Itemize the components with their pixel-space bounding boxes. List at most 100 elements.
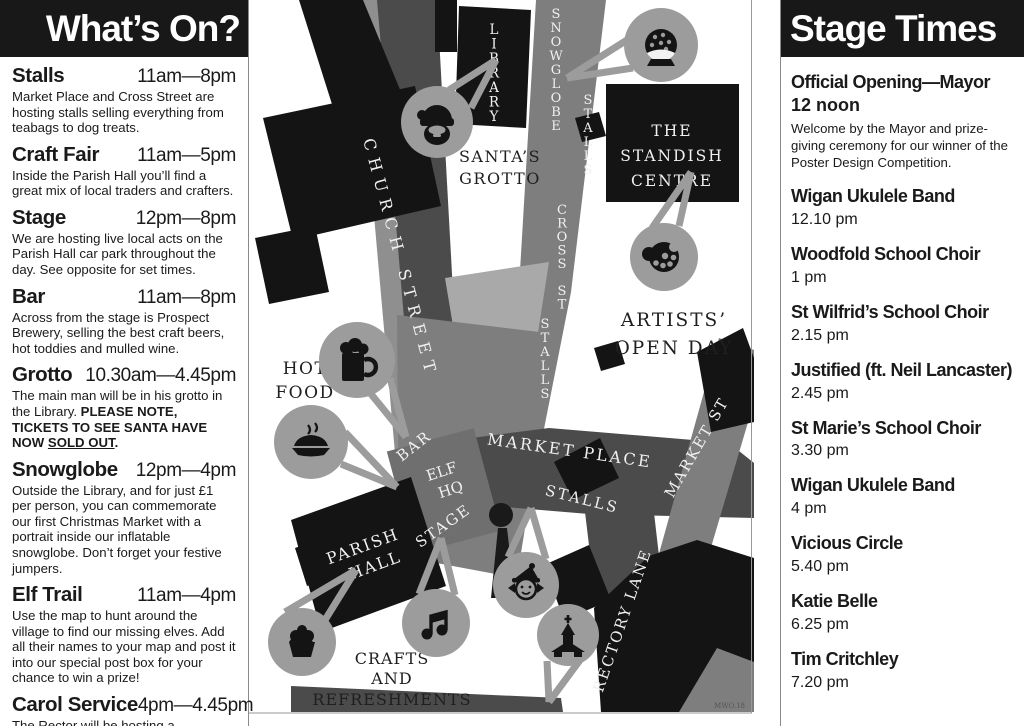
map-credit: MWO.18 — [714, 702, 745, 710]
event-name: Stalls — [12, 64, 65, 87]
act-time: 7.20 pm — [791, 673, 849, 691]
event-time: 11am—8pm — [137, 66, 236, 87]
act-name: Official Opening—Mayor — [791, 72, 991, 92]
elf-trail-pin — [493, 506, 559, 618]
svg-text:SANTA’S: SANTA’S — [459, 147, 541, 166]
event-description: Use the map to hunt around the village t… — [12, 608, 236, 686]
act-time: 2.45 pm — [791, 384, 849, 402]
act-time: 3.30 pm — [791, 442, 849, 460]
act-item: Woodfold School Choir 1 pm — [791, 244, 1019, 287]
hot-food-pin — [274, 405, 400, 491]
artists-palette-icon — [642, 242, 679, 272]
event-name: Snowglobe — [12, 457, 118, 481]
svg-text:CRAFTS: CRAFTS — [355, 649, 430, 668]
act-time: 12 noon — [791, 94, 861, 115]
crafts-pin-cupcake — [268, 566, 359, 676]
event-description: Across from the stage is Prospect Brewer… — [12, 309, 225, 356]
event-description: The Rector will be hosting a Community C… — [12, 718, 175, 726]
act-time: 6.25 pm — [791, 615, 849, 633]
event-time: 10.30am—4.45pm — [85, 365, 236, 387]
svg-text:GROTTO: GROTTO — [459, 169, 541, 188]
church-icon — [551, 615, 585, 657]
act-name: Wigan Ukulele Band — [791, 186, 955, 207]
event-name: Craft Fair — [12, 142, 100, 166]
act-time: 5.40 pm — [791, 558, 849, 576]
event-time: 12pm—4pm — [135, 459, 237, 481]
building — [263, 86, 441, 240]
santa-grotto-pin — [401, 57, 500, 158]
act-name: Tim Critchley — [791, 648, 899, 669]
building — [554, 438, 619, 500]
act-description: Welcome by the Mayor and prize-giving ce… — [791, 120, 1008, 170]
svg-text:REFRESHMENTS: REFRESHMENTS — [312, 690, 471, 709]
act-item: Wigan Ukulele Band 4 pm — [791, 476, 1019, 518]
parish-hall-building — [291, 477, 446, 632]
act-item: Justified (ft. Neil Lancaster) 2.45 pm — [791, 359, 1019, 403]
event-description: Market Place and Cross Street are hostin… — [12, 89, 224, 136]
building — [255, 226, 329, 304]
act-time: 2.15 pm — [791, 326, 849, 344]
svg-text:CENTRE: CENTRE — [631, 172, 713, 190]
building — [295, 532, 349, 586]
svg-text:STANDISH: STANDISH — [620, 147, 724, 165]
event-name: Elf Trail — [12, 583, 83, 607]
bottom-road — [291, 686, 563, 712]
act-item: Katie Belle 6.25 pm — [791, 591, 1019, 634]
building — [697, 328, 754, 432]
event-description: The main man will be in his grotto in th… — [12, 388, 223, 451]
svg-text:ARTISTS’: ARTISTS’ — [620, 310, 727, 331]
act-name: Katie Belle — [791, 591, 878, 612]
hot-food-label: HOT FOOD — [275, 359, 333, 403]
crafts-refreshments-label: CRAFTS AND REFRESHMENTS — [312, 649, 471, 709]
building — [299, 0, 401, 120]
act-name: Justified (ft. Neil Lancaster) — [791, 359, 1013, 380]
building — [544, 545, 611, 620]
event-time: 4pm—4.45pm — [137, 695, 254, 717]
act-item: Vicious Circle 5.40 pm — [791, 533, 1019, 576]
event-time: 11am—8pm — [137, 286, 236, 308]
act-name: St Marie’s School Choir — [791, 417, 981, 438]
act-name: Wigan Ukulele Band — [791, 475, 955, 496]
cupcake-icon — [289, 625, 315, 657]
beer-mug-icon — [340, 338, 379, 381]
carol-service-pin — [537, 604, 599, 705]
act-time: 4 pm — [791, 500, 827, 518]
event-description: We are hosting live local acts on the Pa… — [12, 230, 223, 278]
act-name: Vicious Circle — [791, 533, 903, 554]
bar-pin — [319, 322, 410, 440]
event-description: Inside the Parish Hall you’ll find a gre… — [12, 167, 234, 199]
event-description: Outside the Library, and for just £1 per… — [12, 482, 222, 576]
whats-on-title: What’s On? — [45, 7, 241, 49]
standish-centre-building — [606, 84, 739, 202]
event-time: 12pm—8pm — [135, 207, 237, 229]
event-name: Stage — [12, 205, 66, 229]
event-name: Grotto — [12, 363, 73, 387]
svg-text:HOT: HOT — [283, 359, 328, 379]
svg-text:AND: AND — [370, 669, 412, 688]
music-note-icon — [421, 609, 448, 640]
building — [435, 0, 457, 52]
santa-icon — [417, 105, 454, 145]
elf-icon — [508, 563, 544, 601]
act-name: Woodfold School Choir — [791, 244, 981, 265]
act-time: 1 pm — [791, 269, 827, 287]
stage-times-header: Stage Times — [781, 0, 1024, 57]
svg-text:OPEN DAY: OPEN DAY — [615, 338, 734, 359]
event-time: 11am—4pm — [137, 585, 236, 607]
